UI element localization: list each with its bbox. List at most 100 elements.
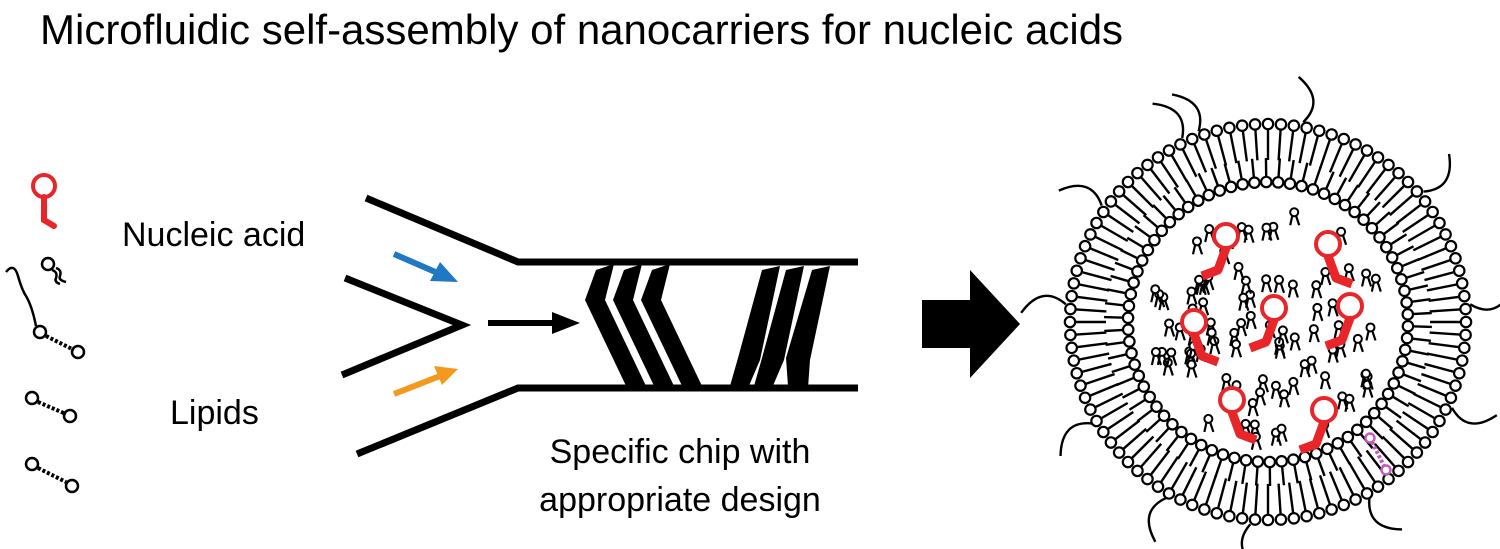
lipid-head [1401,308,1415,321]
lipid-head [1148,233,1161,247]
lipid-head [1131,166,1144,180]
lipid-head [1401,319,1415,333]
lipid-head [1337,132,1351,146]
lipid-head [1312,506,1326,520]
lipid-head [1452,366,1466,380]
lipid-head [1439,228,1452,241]
lipid-head [1084,403,1097,416]
core-lipid [1311,280,1323,299]
lipid-head [1349,138,1362,151]
core-lipid [1299,359,1311,378]
lipid-head [1320,442,1334,456]
lipid-nanoparticle [1020,76,1500,549]
microfluidic-chip [340,194,858,458]
lipid-head [1390,261,1404,275]
lipid-head [1121,311,1135,325]
lipid-head [1337,498,1351,512]
lipid-head [1223,121,1236,135]
lipid-head [1235,512,1249,525]
lipid-head [1064,328,1077,342]
lipid-head [1112,185,1126,198]
lipid-head [1141,243,1155,257]
core-lipid [1191,236,1204,255]
lipid-head [1459,315,1473,329]
lipid-head [1122,299,1136,313]
peg-chain [1020,294,1067,314]
lipid-head [1174,138,1187,151]
nucleic-acid-label: Nucleic acid [122,216,306,254]
peg-lipid-highlight [1364,432,1392,476]
lipid-head [1127,276,1140,289]
lipid-head [1357,213,1370,227]
lipid-head [1210,506,1224,520]
lipid-flow-arrow [392,366,458,397]
core-lipid [1186,348,1198,367]
core-lipid [1343,263,1355,282]
lipid-head [1287,453,1300,466]
lipid-head [1078,239,1092,253]
lipid-head [1070,366,1084,380]
lipid-head [1202,188,1216,202]
nucleic-acid-cargo [1298,396,1338,455]
lipid-head [1213,184,1227,197]
nucleic-acid-cargo [1324,292,1364,351]
core-lipid [1288,376,1300,396]
core-lipid [1289,207,1301,226]
lipid-head [1455,354,1469,367]
lipid-head [1381,387,1395,401]
lipid-head [1400,296,1413,309]
nucleic-acid-cargo [1314,230,1354,289]
core-lipid [1365,322,1377,341]
core-lipid [1273,274,1286,294]
lipid-head [1449,379,1462,392]
lipid-head [1325,503,1338,516]
lipid-head [1275,455,1288,468]
ionizable-lipid-icon [40,256,67,286]
lipid-head [1137,380,1151,393]
core-lipid [1308,324,1320,343]
lipid-head [1459,302,1472,316]
lipid-head [1458,341,1471,355]
lipid-head [1271,176,1285,189]
lipid-head [1121,323,1135,336]
core-lipid [1247,398,1259,417]
block-arrow-right-icon [922,270,1020,378]
lipid-head [1300,121,1313,135]
core-lipid [1261,222,1273,241]
lipid-head [1387,377,1401,390]
lipid-head [1224,180,1238,194]
lipid-head [1074,252,1087,265]
peg-chain [1152,102,1185,139]
lipid-head [1401,455,1415,469]
lipid-head [1439,403,1452,416]
lipid-head [1385,251,1399,264]
lipid-head [1349,493,1362,506]
lipid-head [1175,425,1188,439]
peg-chain [1297,76,1315,123]
core-lipid [1279,389,1291,408]
lipid-head [1379,240,1393,254]
peg-chain [1059,422,1093,457]
core-lipid [1289,332,1301,351]
nucleic-acid-cargo [1200,222,1240,281]
lipid-head [1104,436,1118,449]
core-lipid [1166,347,1178,366]
outer-lipid-layer [1063,117,1473,527]
core-lipid [1344,393,1356,413]
lipid-head [1097,205,1110,219]
lipid-head [1331,437,1345,450]
lipid-head [1263,455,1277,469]
lipid-head [1104,195,1118,208]
lipid-head [1205,443,1219,457]
core-lipid [1270,380,1282,400]
lipid-head [1300,509,1313,523]
herringbone-mixer-group-1 [585,264,702,390]
lipid-head [1348,205,1361,219]
lipid-head [1184,432,1198,446]
core-lipid [1150,284,1162,303]
lipid-head [1084,228,1097,241]
lipid-head [1433,216,1446,230]
lipid-head [1317,187,1331,201]
lipid-head [1090,216,1103,230]
